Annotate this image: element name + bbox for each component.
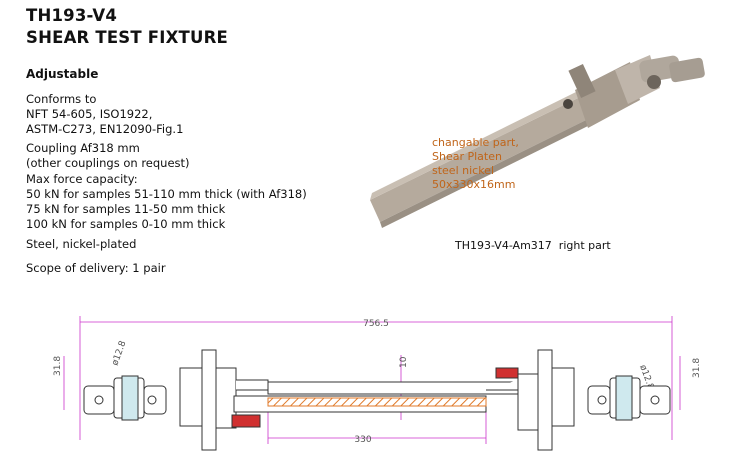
standards-text: Conforms to NFT 54-605, ISO1922, ASTM-C2… xyxy=(26,92,184,136)
photo-caption: TH193-V4-Am317 right part xyxy=(455,239,611,252)
platen-note: changable part, Shear Platen steel nicke… xyxy=(432,136,519,191)
left-pin-label: ø12.8 xyxy=(110,339,128,367)
force-capacity-text: Max force capacity: 50 kN for samples 51… xyxy=(26,172,307,231)
fixture-outline xyxy=(83,349,671,451)
product-name: SHEAR TEST FIXTURE xyxy=(26,28,228,47)
left-height-label: 31.8 xyxy=(53,356,63,376)
product-subtitle: Adjustable xyxy=(26,67,99,81)
scope-text: Scope of delivery: 1 pair xyxy=(26,261,166,275)
platen-length-label: 330 xyxy=(354,435,371,445)
right-height-label: 31.8 xyxy=(692,358,702,378)
fixture-photo xyxy=(370,55,705,228)
dimension-lines xyxy=(63,316,681,444)
material-text: Steel, nickel-plated xyxy=(26,237,137,251)
product-model: TH193-V4 xyxy=(26,6,118,25)
gap-label: 10 xyxy=(399,356,409,368)
overall-length-label: 756.5 xyxy=(363,319,389,329)
coupling-text: Coupling Af318 mm (other couplings on re… xyxy=(26,141,190,170)
